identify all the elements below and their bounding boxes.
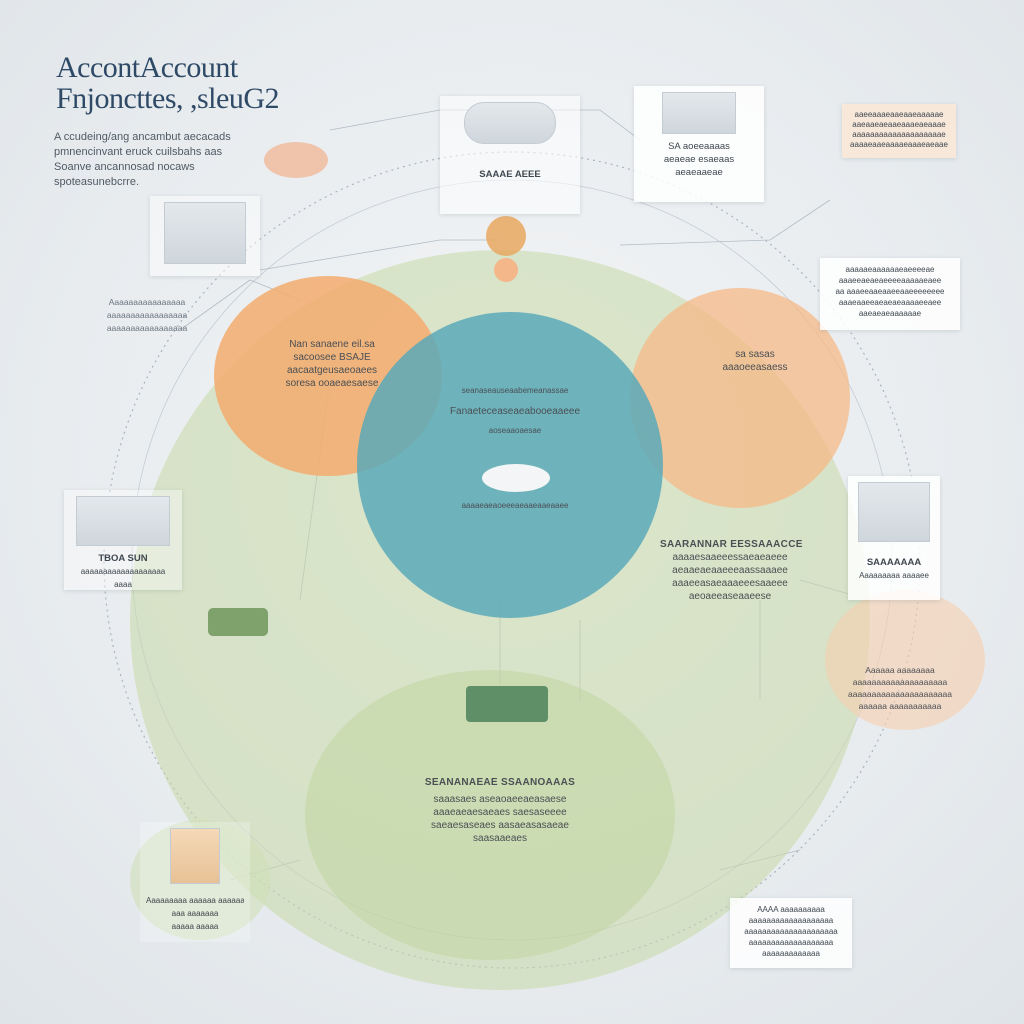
teal-line: aaaaeaeaoeeeaeaaeaaeaaee — [461, 501, 569, 510]
card-top-center-label: SAAAE AEEE — [479, 169, 541, 180]
card-line: aaaaaaaaaaaaaaaaaaaaa — [744, 927, 838, 936]
stack-icon — [264, 142, 328, 178]
card-line: Aaaaaaaaa aaaaaa aaaaaaaaaa — [146, 896, 244, 905]
card-line: SAAAAAAA — [866, 557, 922, 568]
card-line: TBOA SUN — [98, 553, 148, 564]
card-line: aeaeae esaeaas — [663, 154, 735, 165]
green-right-heading: SAARANNAR EESSAAACCE — [660, 539, 803, 550]
text-line: aaaaaaaaaaaaaaaaa — [106, 323, 188, 333]
card-line: aeaeaaeae — [675, 167, 723, 178]
orange-left-line: sacoosee BSAJE — [293, 352, 371, 363]
title-line-1: AccontAccount — [56, 51, 238, 84]
intro-line: spoteasunebcrre. — [54, 176, 139, 188]
teal-line: seanaseauseaabemeanassae — [461, 386, 569, 395]
card-line: Aaaaaaaaa aaaaee — [859, 571, 929, 580]
book-image — [170, 828, 220, 884]
bulb-base-icon — [494, 258, 518, 282]
card-line: aaeaeaeaaaaaae — [858, 309, 922, 318]
orange-right-line: sa sasas — [735, 349, 775, 360]
green-right-line: aaaeeasaeaaaeeesaaeee — [672, 578, 788, 589]
green-large-line: saasaaeaes — [473, 833, 527, 844]
card-line: aaaaeaaeaaaaeaaaeaeaae — [850, 140, 948, 149]
orange-right-text: sa sasas aaaoeeasaess — [700, 348, 810, 374]
card-top-right-small: SA aoeeaaaas aeaeae esaeaas aeaeaaeae — [634, 86, 764, 202]
card-right-list: aaaaaeaaaaaaeaeeeeae aaaeeaeaeaeeeeaaaaa… — [820, 258, 960, 330]
left-top-photo — [150, 196, 260, 276]
card-line: aaaeeaeaeaeeeeaaaaaeaee — [838, 276, 942, 285]
intro-line: Soanve ancannosad nocaws — [54, 161, 195, 173]
green-large-heading: SEANANAEAE SSAANOAAAS — [424, 777, 576, 788]
connector — [619, 199, 831, 246]
card-line: aaeeaaaeaaeaaeaaaaae — [854, 110, 944, 119]
card-top-right-mid: aaeeaaaeaaeaaeaaaaae aaeaaeaeaaeaaaeaeaa… — [842, 104, 956, 158]
card-line: aaaaa aaaaa — [171, 922, 219, 931]
right-lower-orange-text: Aaaaaa aaaaaaaa aaaaaaaaaaaaaaaaaaaa aaa… — [840, 664, 960, 712]
circle-orange-right — [630, 288, 850, 508]
card-line: aaaaaaaaaaaaa — [762, 949, 820, 958]
card-left-photo: TBOA SUN aaaaaaaaaaaaaaaaaaa aaaa — [64, 490, 182, 590]
intro-line: A ccudeing/ang ancambut aecacads — [54, 131, 231, 143]
connector — [259, 239, 500, 271]
small-device-icon — [208, 608, 268, 636]
text-line: Aaaaaa aaaaaaaa — [865, 665, 935, 675]
green-right-text: SAARANNAR EESSAAACCE aaaaesaaeeessaeaeae… — [660, 538, 803, 603]
card-line: aaaaaaaaaaaaaaaaaaa — [80, 567, 166, 576]
stacks-image — [164, 202, 246, 264]
orange-right-line: aaaoeeasaess — [722, 362, 788, 373]
card-line: AAAA aaaaaaaaaa — [757, 905, 825, 914]
orange-left-line: aacaatgeusaeoaees — [286, 365, 378, 376]
photo-image — [858, 482, 930, 542]
document-image — [662, 92, 736, 134]
intro-line: pmnencinvant eruck cuilsbahs aas — [54, 146, 223, 158]
card-bottom-right: AAAA aaaaaaaaaa aaaaaaaaaaaaaaaaaaa aaaa… — [730, 898, 852, 968]
green-large-line: saeaesaseaes aasaeasasaeae — [431, 820, 569, 831]
green-large-line: aaaeaeaesaeaes saesaseeee — [433, 807, 567, 818]
blob-orange-right — [825, 590, 985, 730]
card-line: aaaaaaaaaaaaaaaaaaaae — [852, 130, 946, 139]
orange-left-line: soresa ooaeaesaese — [285, 378, 379, 389]
intro-text: A ccudeing/ang ancambut aecacads pmnenci… — [54, 130, 254, 190]
green-right-line: aaaaesaaeeessaeaeaeee — [672, 552, 788, 563]
center-device-icon — [482, 464, 550, 492]
card-line: aa aaaeeaaeaaeeaaeeeeeeee — [835, 287, 945, 296]
text-line: aaaaaaaaaaaaaaaaaaaa — [852, 677, 948, 687]
card-line: aaaa — [114, 580, 132, 589]
card-right-photo: SAAAAAAA Aaaaaaaaa aaaaee — [848, 476, 940, 600]
card-line: aaaaaaaaaaaaaaaaaaa — [748, 938, 834, 947]
bulb-icon — [486, 216, 526, 256]
orange-left-line: Nan sanaene eil.sa — [289, 339, 375, 350]
card-line: aaa aaaaaaa — [171, 909, 219, 918]
orange-left-text: Nan sanaene eil.sa sacoosee BSAJE aacaat… — [262, 338, 402, 390]
green-right-line: aeaaeaeaaeeeaassaaaee — [672, 565, 788, 576]
text-line: aaaaaaaaaaaaaaaaa — [106, 310, 188, 320]
device-image — [464, 102, 556, 144]
card-line: aaaeaaeeaeaeaeaaaaeeaee — [838, 298, 942, 307]
card-top-center: SAAAE AEEE — [440, 96, 580, 214]
device-image — [76, 496, 170, 546]
green-device-icon — [466, 686, 548, 722]
teal-line: aoseaaoaesae — [488, 426, 542, 435]
left-mid-text: Aaaaaaaaaaaaaaaa aaaaaaaaaaaaaaaaa aaaaa… — [92, 296, 202, 335]
text-line: Aaaaaaaaaaaaaaaa — [108, 297, 186, 307]
title-line-2: Fnjoncttes, ,sleuG2 — [56, 82, 280, 115]
card-line: SA aoeeaaaas — [668, 141, 730, 152]
circle-green-lower — [305, 670, 675, 960]
teal-center-text: seanaseauseaabemeanassae Fanaeteceaseaea… — [430, 384, 600, 512]
green-large-text: SEANANAEAE SSAANOAAAS saaasaes aseaoaeea… — [400, 776, 600, 845]
card-line: aaeaaeaeaaeaaaeaeaaae — [852, 120, 946, 129]
teal-line: Fanaeteceaseaeabooeaaeee — [449, 406, 581, 417]
text-line: aaaaaa aaaaaaaaaaa — [858, 701, 942, 711]
green-large-line: saaasaes aseaoaeeaeasaese — [433, 794, 567, 805]
text-line: aaaaaaaaaaaaaaaaaaaaaa — [847, 689, 952, 699]
card-line: aaaaaaaaaaaaaaaaaaa — [748, 916, 834, 925]
green-right-line: aeoaeeaseaaeese — [688, 591, 772, 602]
card-line: aaaaaeaaaaaaeaeeeeae — [845, 265, 935, 274]
diagram-title: AccontAccount Fnjoncttes, ,sleuG2 — [56, 51, 280, 115]
